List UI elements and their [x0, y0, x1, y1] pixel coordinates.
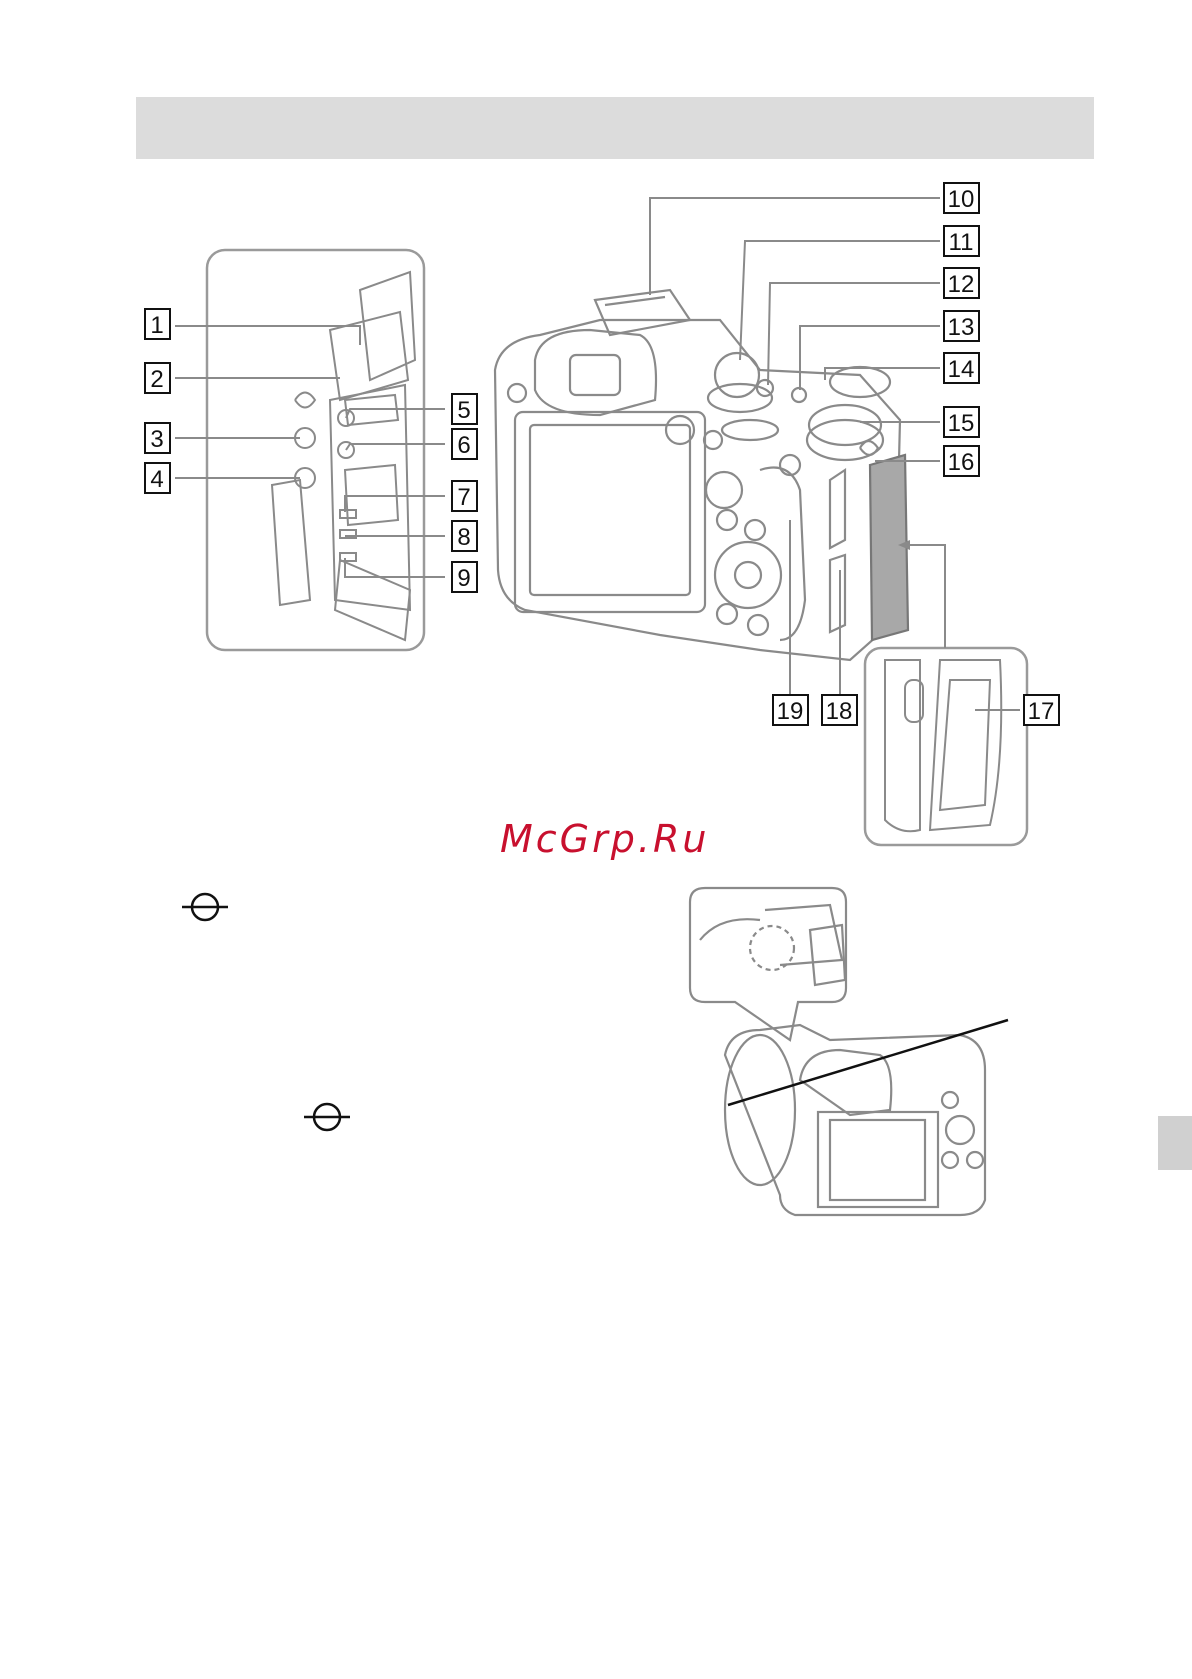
callout-6: 6: [452, 429, 477, 459]
svg-text:6: 6: [457, 432, 470, 459]
sensor-mark-zoom-illustration: [690, 888, 985, 1215]
svg-text:5: 5: [457, 397, 470, 424]
camera-back-illustration: [495, 290, 908, 660]
svg-text:4: 4: [150, 466, 163, 493]
svg-text:18: 18: [826, 698, 853, 725]
svg-text:16: 16: [948, 449, 975, 476]
svg-text:1: 1: [150, 312, 163, 339]
callout-5: 5: [452, 394, 477, 424]
callout-15: 15: [944, 407, 979, 437]
grip-detail-inset-frame: [865, 648, 1027, 845]
sensor-plane-line: [728, 1020, 1008, 1105]
svg-text:11: 11: [949, 229, 974, 256]
callout-16: 16: [944, 446, 979, 476]
callout-3: 3: [145, 423, 170, 453]
svg-text:2: 2: [150, 366, 163, 393]
svg-text:8: 8: [457, 524, 470, 551]
callout-14: 14: [944, 353, 979, 383]
svg-text:17: 17: [1028, 698, 1055, 725]
callout-1: 1: [145, 309, 170, 339]
callout-19: 19: [773, 695, 808, 725]
svg-text:9: 9: [457, 565, 470, 592]
callout-4: 4: [145, 463, 170, 493]
image-sensor-mark-icon: [304, 1104, 350, 1130]
svg-text:13: 13: [948, 314, 975, 341]
svg-text:14: 14: [948, 356, 975, 383]
svg-text:19: 19: [777, 698, 804, 725]
callout-17: 17: [1024, 695, 1059, 725]
callout-7: 7: [452, 481, 477, 511]
callout-2: 2: [145, 363, 170, 393]
side-view-inset-frame: [207, 250, 424, 650]
side-view-illustration: [272, 272, 415, 640]
callout-18: 18: [822, 695, 857, 725]
svg-text:7: 7: [457, 484, 470, 511]
grip-detail-illustration: [885, 660, 1001, 831]
image-sensor-mark-icon: [182, 894, 228, 920]
callout-labels: 1 2 3 4 5 6 7 8 9 10 11 12 13 14 15 16 1…: [145, 183, 1059, 725]
callout-8: 8: [452, 521, 477, 551]
svg-text:12: 12: [948, 271, 975, 298]
svg-text:10: 10: [948, 186, 975, 213]
callout-12: 12: [944, 268, 979, 298]
callout-9: 9: [452, 562, 477, 592]
svg-text:15: 15: [948, 410, 975, 437]
callout-10: 10: [944, 183, 979, 213]
callout-11: 11: [944, 226, 979, 256]
callout-13: 13: [944, 311, 979, 341]
svg-text:3: 3: [150, 426, 163, 453]
grip-pointer-arrow: [905, 545, 945, 648]
